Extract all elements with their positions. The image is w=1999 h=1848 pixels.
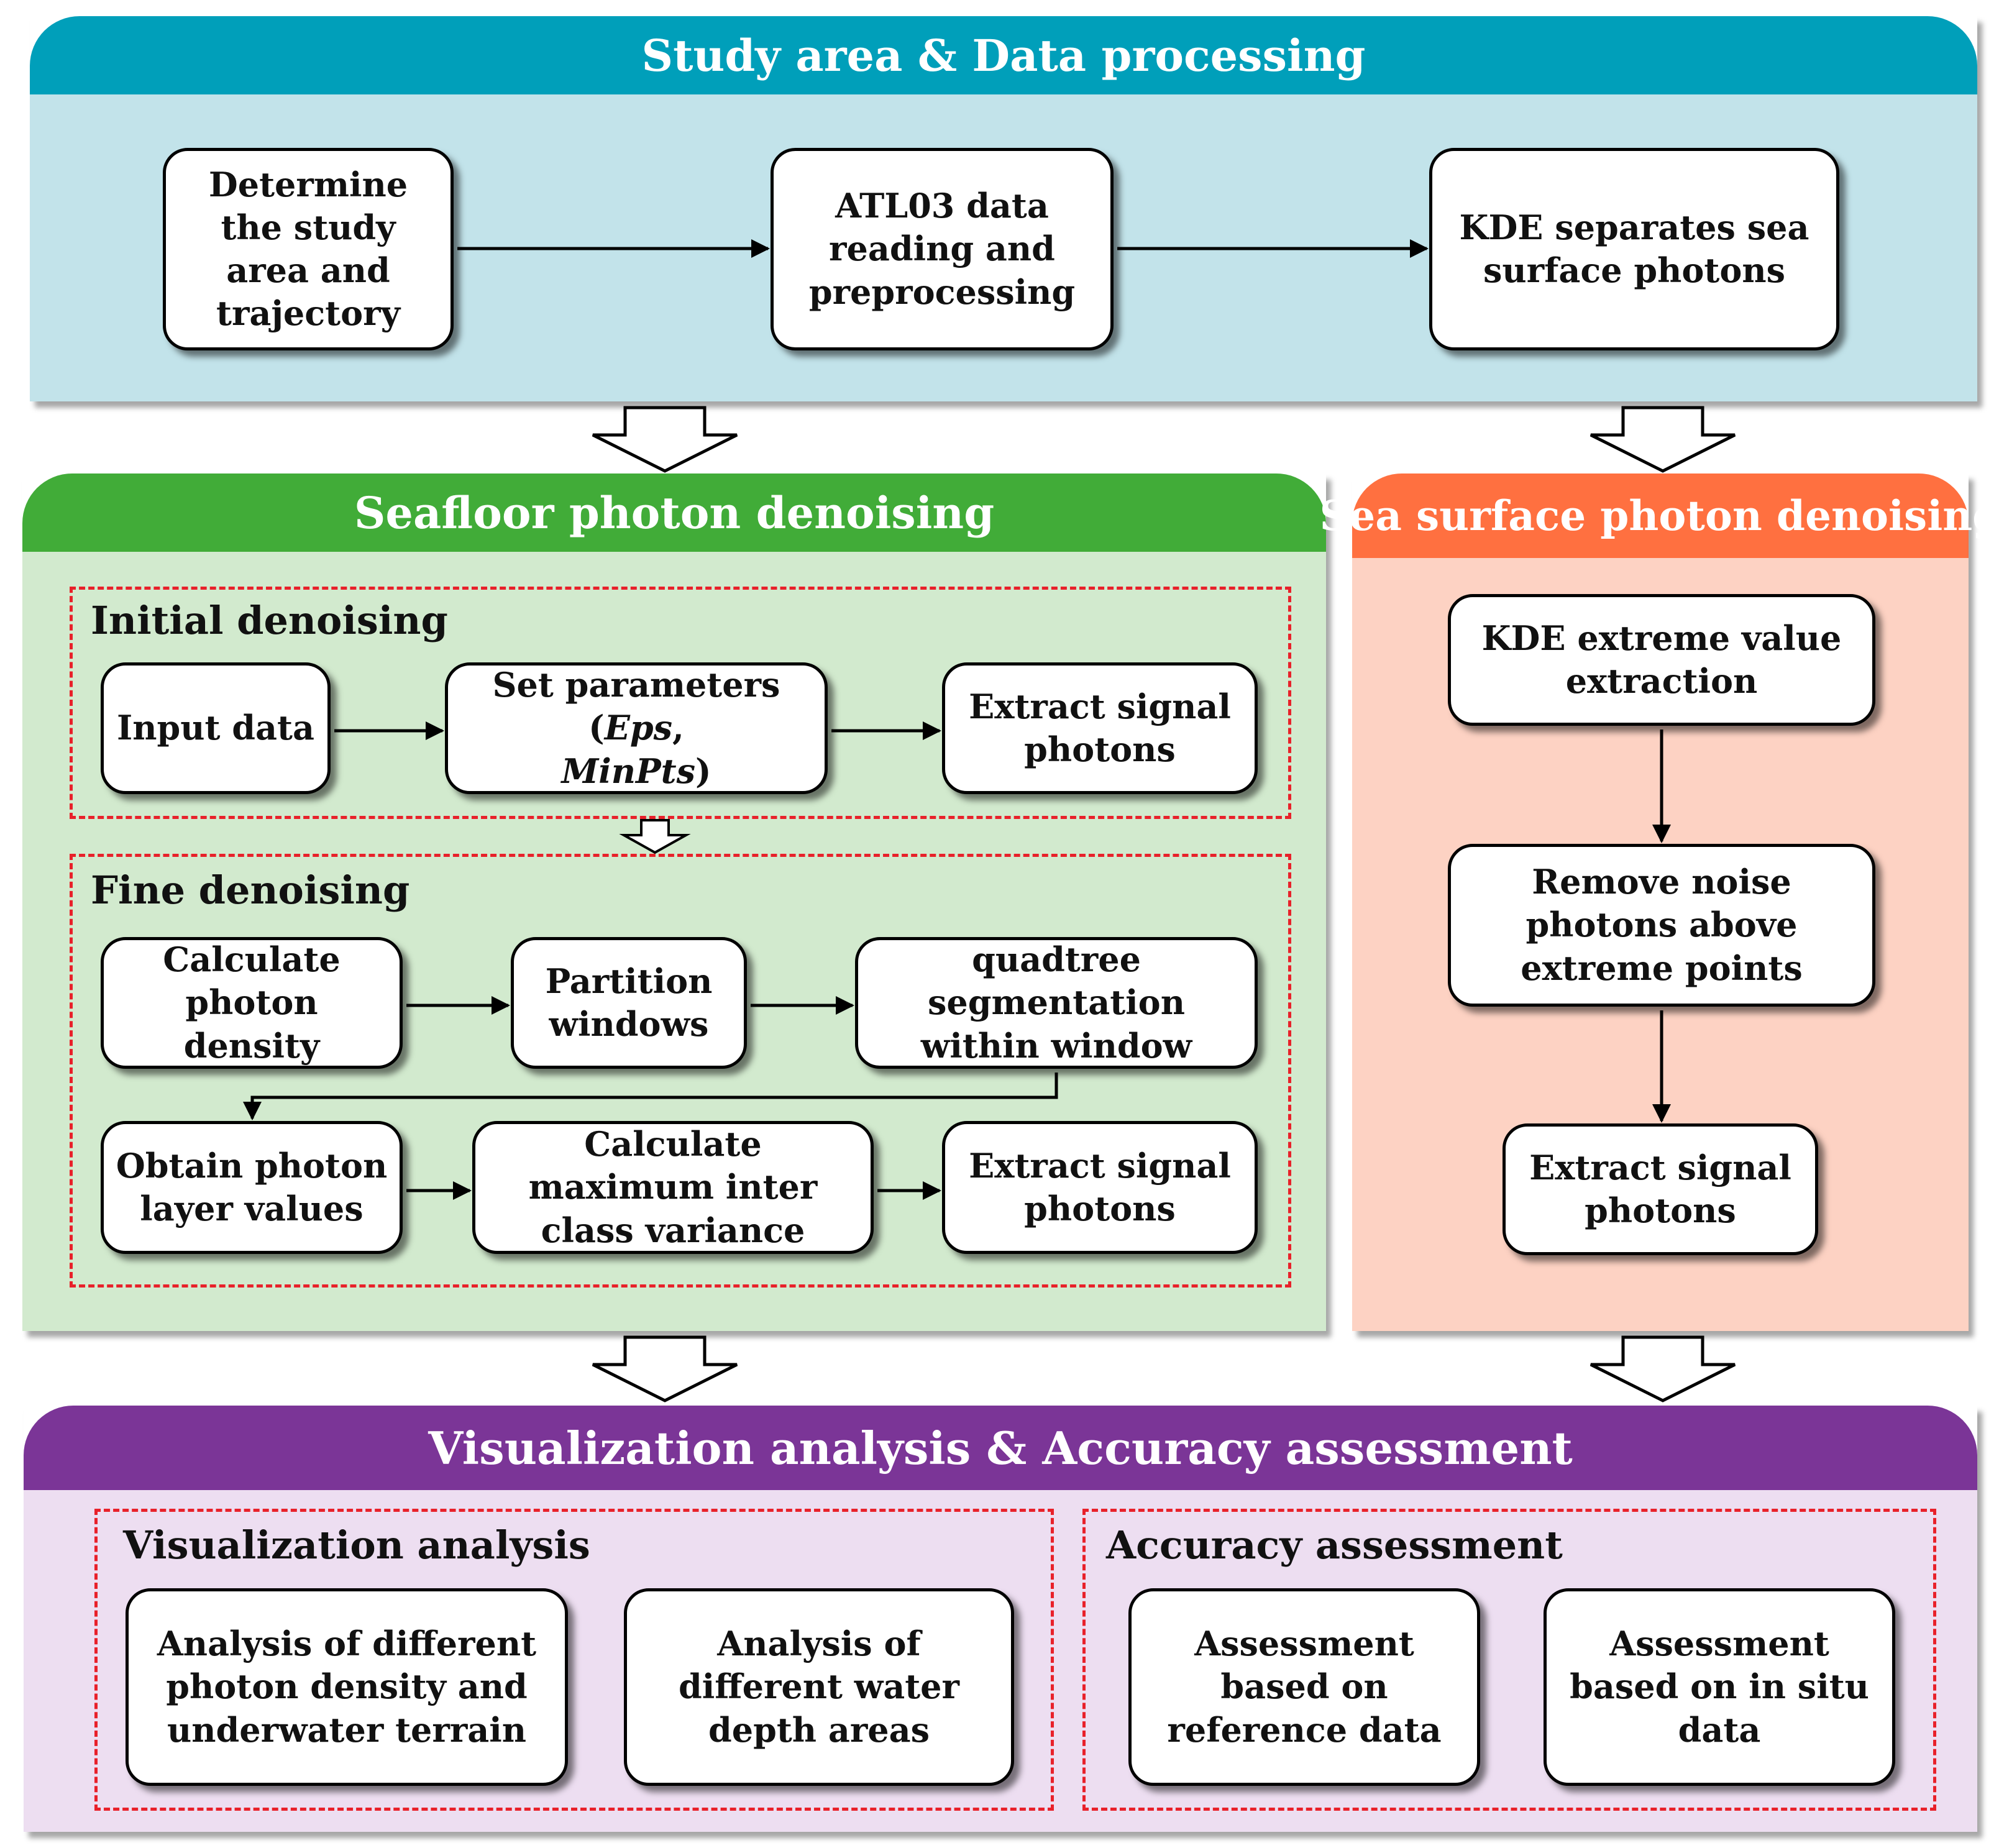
partition-windows-label: Partition windows (545, 961, 713, 1044)
max-interclass-variance-label: Calculate maximum inter class variance (528, 1124, 818, 1250)
fine-extract-signal-node: Extract signal photons (942, 1121, 1258, 1254)
eps-parameter: Eps (604, 708, 673, 748)
atl03-reading-label: ATL03 data reading and preprocessing (808, 186, 1076, 312)
input-data-label: Input data (117, 708, 314, 748)
determine-study-area-node: Determine the study area and trajectory (163, 148, 454, 350)
obtain-photon-layer-node: Obtain photon layer values (101, 1121, 403, 1254)
set-parameters-prefix: Set parameters ( (492, 665, 780, 748)
max-interclass-variance-node: Calculate maximum inter class variance (472, 1121, 874, 1254)
input-data-node: Input data (101, 662, 331, 794)
water-depth-analysis-label: Analysis of different water depth areas (679, 1624, 959, 1750)
visualization-panel-title: Visualization analysis & Accuracy assess… (428, 1421, 1573, 1475)
photon-density-terrain-analysis-node: Analysis of different photon density and… (126, 1588, 568, 1786)
remove-noise-photons-label: Remove noise photons above extreme point… (1521, 862, 1803, 988)
visualization-analysis-title: Visualization analysis (123, 1522, 590, 1568)
photon-density-terrain-analysis-label: Analysis of different photon density and… (157, 1624, 537, 1750)
minpts-parameter: MinPts (561, 751, 695, 791)
study-area-panel-title: Study area & Data processing (641, 29, 1366, 81)
atl03-reading-node: ATL03 data reading and preprocessing (771, 148, 1114, 350)
study-area-panel-header: Study area & Data processing (30, 16, 1977, 94)
initial-extract-signal-node: Extract signal photons (942, 662, 1258, 794)
water-depth-analysis-node: Analysis of different water depth areas (624, 1588, 1014, 1786)
calculate-photon-density-node: Calculate photon density (101, 937, 403, 1069)
kde-separates-label: KDE separates sea surface photons (1459, 207, 1809, 290)
determine-study-area-label: Determine the study area and trajectory (208, 164, 408, 334)
set-parameters-suffix: ) (695, 751, 711, 791)
calculate-photon-density-label: Calculate photon density (163, 940, 341, 1066)
fine-denoising-title: Fine denoising (91, 867, 410, 913)
in-situ-assessment-label: Assessment based on in situ data (1570, 1624, 1869, 1750)
accuracy-assessment-title: Accuracy assessment (1106, 1522, 1563, 1568)
sea-surface-panel-header: Sea surface photon denoising (1320, 473, 1999, 558)
obtain-photon-layer-label: Obtain photon layer values (116, 1145, 388, 1228)
sea-surface-extract-signal-label: Extract signal photons (1529, 1147, 1791, 1230)
reference-data-assessment-label: Assessment based on reference data (1167, 1624, 1442, 1750)
fine-denoising-group (70, 854, 1291, 1288)
parameter-separator: , (672, 708, 684, 748)
remove-noise-photons-node: Remove noise photons above extreme point… (1448, 844, 1875, 1007)
in-situ-assessment-node: Assessment based on in situ data (1544, 1588, 1895, 1786)
initial-extract-signal-label: Extract signal photons (969, 686, 1231, 769)
seafloor-panel-header: Seafloor photon denoising (22, 473, 1326, 552)
block-arrow-study-to-seafloor (592, 406, 738, 473)
set-parameters-label: Set parameters (Eps, MinPts) (459, 664, 813, 792)
block-arrow-seafloor-to-visualization (592, 1335, 738, 1402)
set-parameters-node: Set parameters (Eps, MinPts) (445, 662, 828, 794)
initial-denoising-group (70, 587, 1291, 819)
reference-data-assessment-node: Assessment based on reference data (1128, 1588, 1480, 1786)
sea-surface-panel-title: Sea surface photon denoising (1319, 492, 1999, 540)
kde-extreme-value-label: KDE extreme value extraction (1481, 618, 1842, 701)
quadtree-segmentation-label: quadtree segmentation within window (920, 940, 1192, 1066)
kde-extreme-value-node: KDE extreme value extraction (1448, 594, 1875, 726)
block-arrow-study-to-sea-surface (1590, 406, 1736, 473)
sea-surface-extract-signal-node: Extract signal photons (1503, 1123, 1818, 1255)
accuracy-assessment-group (1082, 1509, 1936, 1811)
visualization-panel-header: Visualization analysis & Accuracy assess… (24, 1406, 1977, 1490)
quadtree-segmentation-node: quadtree segmentation within window (855, 937, 1258, 1069)
visualization-analysis-group (94, 1509, 1054, 1811)
kde-separates-node: KDE separates sea surface photons (1429, 148, 1839, 350)
block-arrow-sea-surface-to-visualization (1590, 1335, 1736, 1402)
seafloor-panel-title: Seafloor photon denoising (354, 487, 995, 539)
initial-denoising-title: Initial denoising (91, 598, 448, 643)
partition-windows-node: Partition windows (511, 937, 747, 1069)
fine-extract-signal-label: Extract signal photons (969, 1145, 1231, 1228)
